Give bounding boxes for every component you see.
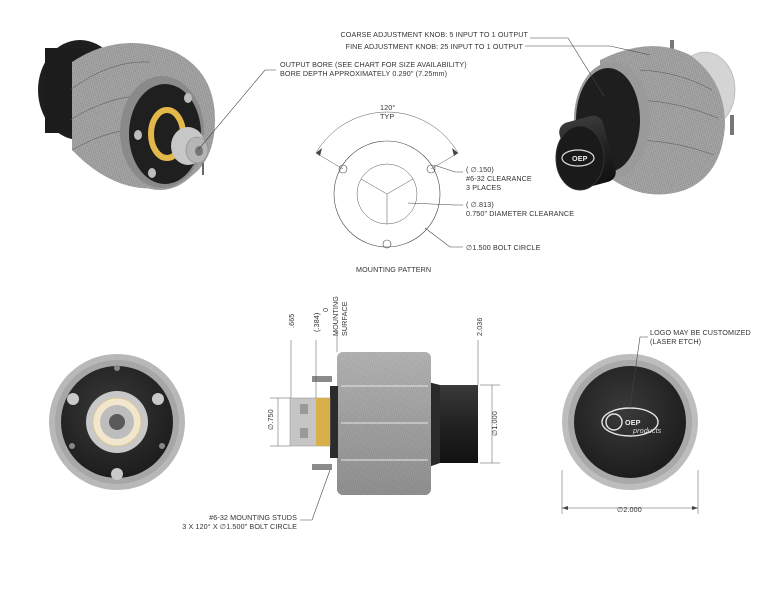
coarse-knob-label: COARSE ADJUSTMENT KNOB: 5 INPUT TO 1 OUT… (341, 30, 529, 39)
output-bore-line-2: BORE DEPTH APPROXIMATELY 0.290" (7.25mm) (280, 69, 447, 78)
dim-750: ∅.750 (266, 409, 275, 430)
logo-callout-2: (LASER ETCH) (650, 337, 701, 346)
bolt-circle: ∅1.500 BOLT CIRCLE (466, 243, 541, 252)
callout-knobs: COARSE ADJUSTMENT KNOB: 5 INPUT TO 1 OUT… (341, 30, 651, 97)
angle-typ: TYP (380, 112, 394, 121)
logo-callout-1: LOGO MAY BE CUSTOMIZED (650, 328, 751, 337)
callout-output-bore: OUTPUT BORE (SEE CHART FOR SIZE AVAILABI… (197, 60, 467, 151)
end-view-output (49, 354, 185, 490)
studs-line-2: 3 X 120° X ∅1.500" BOLT CIRCLE (182, 522, 297, 531)
callout-logo: LOGO MAY BE CUSTOMIZED (LASER ETCH) (629, 328, 751, 409)
dim-1000: ∅1.000 (490, 411, 499, 436)
mounting-surface-2: SURFACE (340, 301, 349, 336)
logo-subtext: products (632, 426, 662, 435)
dim-2000: ∅2.000 (617, 505, 642, 514)
output-bore-line-1: OUTPUT BORE (SEE CHART FOR SIZE AVAILABI… (280, 60, 467, 69)
hole-label: #6-32 CLEARANCE (466, 174, 532, 183)
center-dia: ( ∅.813) (466, 200, 494, 209)
mounting-pattern-title: MOUNTING PATTERN (356, 265, 431, 274)
logo-text: OEP (625, 418, 641, 427)
side-view: .665 (.384) 0 MOUNTING SURFACE 2.036 ∅.7… (266, 296, 500, 495)
studs-line-1: #6-32 MOUNTING STUDS (209, 513, 297, 522)
hole-dia: ( ∅.150) (466, 165, 494, 174)
iso-view-rear: OEP (555, 40, 736, 195)
hole-count: 3 PLACES (466, 183, 501, 192)
fine-knob-label: FINE ADJUSTMENT KNOB: 25 INPUT TO 1 OUTP… (346, 42, 524, 51)
dim-384: (.384) (312, 313, 321, 332)
callout-studs: #6-32 MOUNTING STUDS 3 X 120° X ∅1.500" … (182, 469, 331, 531)
center-label: 0.750" DIAMETER CLEARANCE (466, 209, 574, 218)
dim-2036: 2.036 (475, 318, 484, 337)
rear-logo: OEP (572, 154, 588, 163)
dim-0: 0 (321, 308, 330, 312)
mounting-surface-1: MOUNTING (331, 296, 340, 336)
iso-view-front (38, 40, 215, 190)
mounting-pattern: 120° TYP ( ∅.150) #6-32 CLEARANCE 3 PLAC… (315, 103, 574, 274)
end-view-input: OEP products ∅2.000 (561, 354, 699, 514)
dim-665: .665 (287, 314, 296, 328)
angle-label: 120° (380, 103, 395, 112)
